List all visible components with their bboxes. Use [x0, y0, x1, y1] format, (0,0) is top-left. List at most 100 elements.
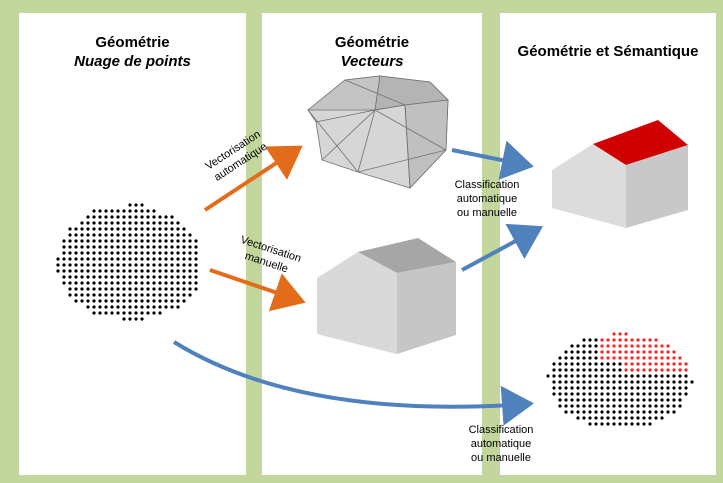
- cloud-point: [140, 305, 144, 309]
- cloud-point: [62, 281, 66, 285]
- cloud-point: [68, 257, 72, 261]
- cloud-point: [606, 356, 610, 360]
- cloud-point: [170, 221, 174, 225]
- cloud-point: [80, 275, 84, 279]
- cloud-point: [630, 416, 634, 420]
- cloud-point: [576, 404, 580, 408]
- cloud-point: [594, 398, 598, 402]
- cloud-point: [176, 257, 180, 261]
- cloud-point: [80, 233, 84, 237]
- cloud-point: [606, 368, 610, 372]
- cloud-point: [618, 356, 622, 360]
- cloud-point: [170, 227, 174, 231]
- cloud-point: [630, 386, 634, 390]
- cloud-point: [98, 311, 102, 315]
- cloud-point: [170, 269, 174, 273]
- cloud-point: [164, 293, 168, 297]
- cloud-point: [672, 356, 676, 360]
- cloud-point: [116, 281, 120, 285]
- cloud-point: [684, 386, 688, 390]
- cloud-point: [80, 299, 84, 303]
- cloud-point: [104, 215, 108, 219]
- cloud-point: [648, 356, 652, 360]
- cloud-point: [582, 338, 586, 342]
- cloud-point: [182, 281, 186, 285]
- cloud-point: [188, 239, 192, 243]
- cloud-point: [588, 422, 592, 426]
- cloud-point: [636, 356, 640, 360]
- cloud-point: [134, 209, 138, 213]
- cloud-point: [666, 368, 670, 372]
- cloud-point: [194, 251, 198, 255]
- cloud-point: [606, 416, 610, 420]
- cloud-point: [146, 263, 150, 267]
- cloud-point: [678, 368, 682, 372]
- cloud-point: [92, 239, 96, 243]
- cloud-point: [618, 386, 622, 390]
- cloud-point: [630, 344, 634, 348]
- cloud-point: [116, 245, 120, 249]
- cloud-point: [164, 251, 168, 255]
- cloud-point: [116, 263, 120, 267]
- cloud-point: [672, 386, 676, 390]
- cloud-point: [68, 287, 72, 291]
- cloud-point: [110, 293, 114, 297]
- cloud-point: [140, 203, 144, 207]
- cloud-point: [660, 398, 664, 402]
- cloud-point: [642, 356, 646, 360]
- cloud-point: [116, 299, 120, 303]
- cloud-point: [600, 416, 604, 420]
- cloud-point: [140, 281, 144, 285]
- cloud-point: [600, 374, 604, 378]
- cloud-point: [594, 416, 598, 420]
- cloud-point: [80, 293, 84, 297]
- cloud-point: [600, 338, 604, 342]
- cloud-point: [570, 404, 574, 408]
- cloud-point: [98, 305, 102, 309]
- cloud-point: [630, 392, 634, 396]
- cloud-point: [68, 245, 72, 249]
- cloud-point: [648, 410, 652, 414]
- cloud-point: [660, 392, 664, 396]
- cloud-point: [86, 245, 90, 249]
- cloud-point: [116, 305, 120, 309]
- cloud-point: [600, 344, 604, 348]
- cloud-point: [92, 263, 96, 267]
- cloud-point: [618, 374, 622, 378]
- cloud-point: [158, 293, 162, 297]
- cloud-point: [594, 422, 598, 426]
- cloud-point: [612, 332, 616, 336]
- cloud-point: [98, 233, 102, 237]
- cloud-point: [80, 245, 84, 249]
- cloud-point: [588, 350, 592, 354]
- cloud-point: [146, 245, 150, 249]
- cloud-point: [128, 299, 132, 303]
- cloud-point: [128, 317, 132, 321]
- cloud-point: [176, 269, 180, 273]
- cloud-point: [86, 287, 90, 291]
- cloud-point: [122, 245, 126, 249]
- cloud-point: [636, 422, 640, 426]
- arrow-vectorisation-auto: [203, 145, 303, 212]
- cloud-point: [594, 386, 598, 390]
- cloud-point: [164, 257, 168, 261]
- cloud-point: [134, 263, 138, 267]
- cloud-point: [600, 404, 604, 408]
- cloud-point: [582, 392, 586, 396]
- cloud-point: [62, 257, 66, 261]
- cloud-point: [146, 221, 150, 225]
- cloud-point: [86, 281, 90, 285]
- cloud-point: [176, 293, 180, 297]
- cloud-point: [68, 239, 72, 243]
- cloud-point: [612, 344, 616, 348]
- cloud-point: [116, 215, 120, 219]
- cloud-point: [170, 287, 174, 291]
- cloud-point: [558, 398, 562, 402]
- cloud-point: [600, 380, 604, 384]
- cloud-point: [104, 233, 108, 237]
- cloud-point: [152, 221, 156, 225]
- cloud-point: [648, 392, 652, 396]
- cloud-point: [152, 215, 156, 219]
- cloud-point: [570, 392, 574, 396]
